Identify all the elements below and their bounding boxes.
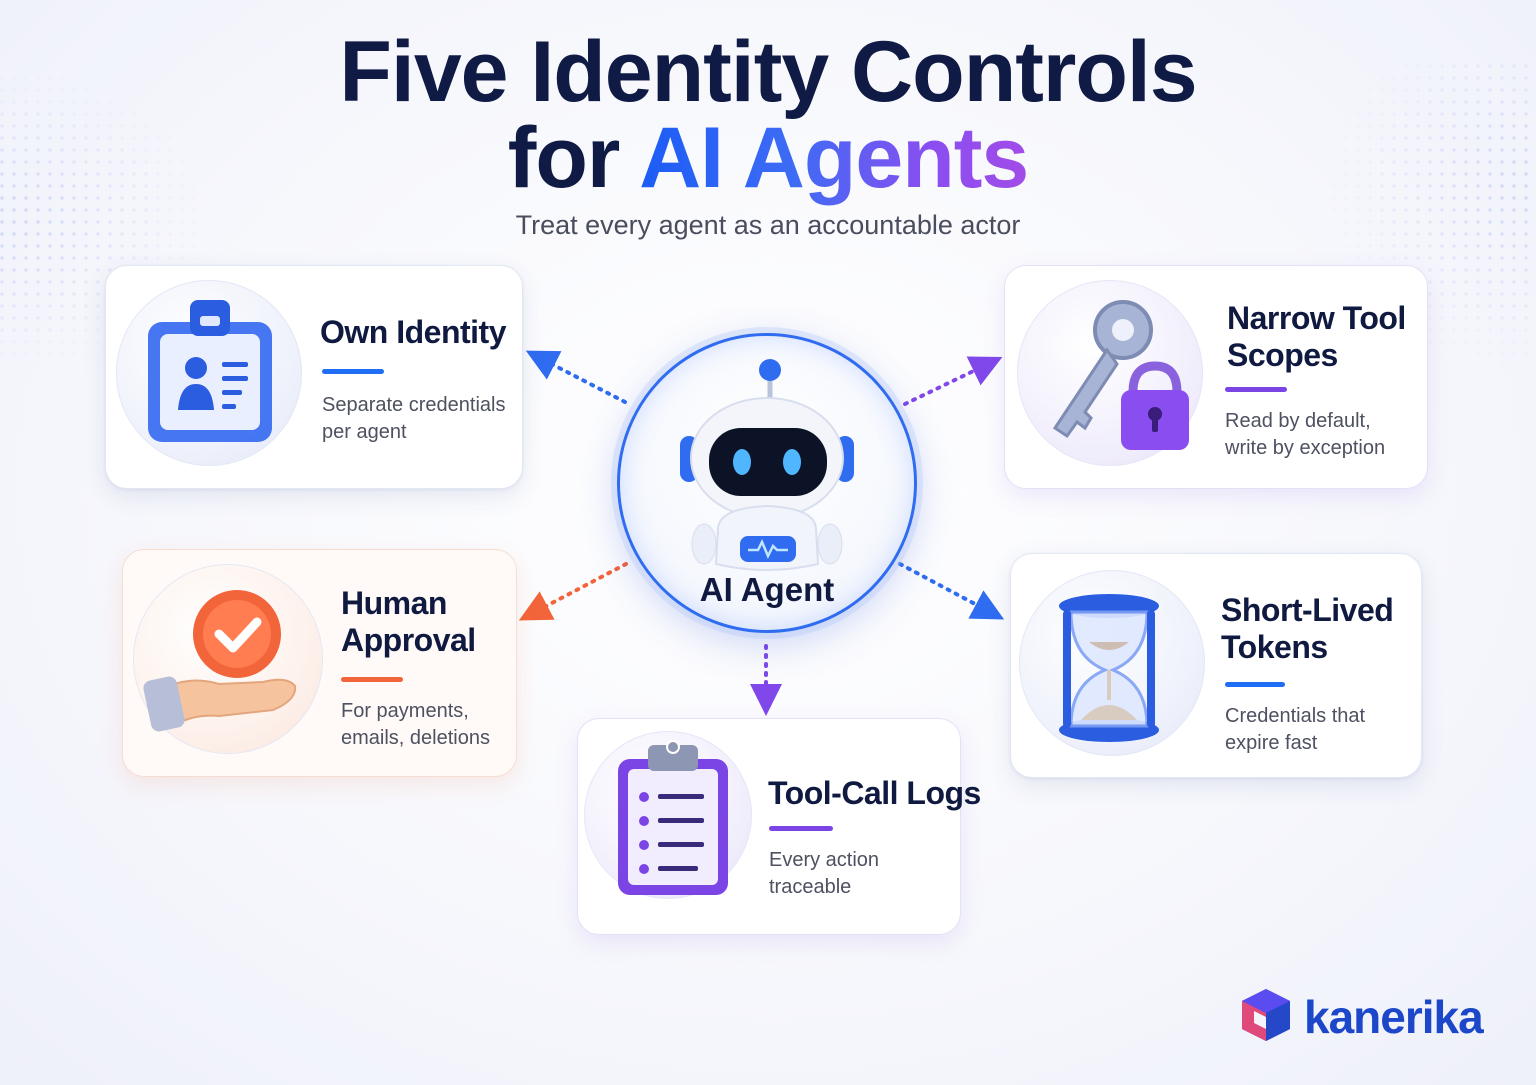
card-title-line-2: Approval	[341, 622, 476, 658]
arrow-to-own-identity	[525, 350, 627, 404]
subtitle: Treat every agent as an accountable acto…	[515, 210, 1021, 240]
accent-bar	[341, 677, 403, 682]
card-title: Narrow Tool Scopes	[1227, 300, 1406, 374]
card-description-line-1: Read by default,	[1225, 410, 1371, 432]
kanerika-cube-logo-icon	[1242, 989, 1290, 1041]
card-description: Read by default, write by exception	[1225, 408, 1385, 462]
card-description-line-2: write by exception	[1225, 437, 1386, 459]
brand-name: kanerika	[1304, 991, 1484, 1043]
card-description: Separate credentials per agent	[322, 392, 505, 446]
accent-bar	[322, 369, 384, 374]
clipboard-icon	[584, 731, 752, 899]
card-description: Credentials that expire fast	[1225, 703, 1365, 757]
card-own-identity: Own Identity Separate credentials per ag…	[105, 265, 523, 489]
card-description: For payments, emails, deletions	[341, 698, 490, 752]
accent-bar	[769, 826, 833, 831]
card-title: Own Identity	[320, 314, 507, 350]
arrow-to-human-approval	[518, 562, 628, 621]
title-line-2: for AI Agents	[0, 108, 1536, 208]
card-description-line-2: per agent	[322, 421, 407, 443]
card-tool-call-logs: Tool-Call Logs Every action traceable	[577, 718, 981, 935]
card-description-line-1: Separate credentials	[322, 394, 506, 416]
title-line-1: Five Identity Controls	[0, 22, 1536, 122]
card-description-line-2: traceable	[769, 876, 852, 898]
card-title-line-1: Narrow Tool	[1227, 300, 1406, 336]
robot-icon	[680, 359, 854, 571]
ai-agent-hub	[617, 333, 917, 633]
key-lock-icon	[1017, 280, 1203, 466]
card-narrow-tool-scopes: Narrow Tool Scopes Read by default, writ…	[1004, 265, 1428, 489]
card-title-line-1: Human	[341, 585, 447, 621]
card-description-line-1: Every action	[769, 849, 880, 871]
card-description-line-2: expire fast	[1225, 732, 1318, 754]
card-description-line-2: emails, deletions	[341, 727, 490, 749]
card-description: Every action traceable	[769, 847, 879, 901]
card-title-line-2: Tokens	[1221, 629, 1328, 665]
card-human-approval: Human Approval For payments, emails, del…	[122, 549, 517, 777]
title-line-1-text: Five Identity Controls	[339, 24, 1197, 120]
card-title: Human Approval	[341, 585, 476, 659]
id-badge-icon	[116, 280, 302, 466]
card-title: Short-Lived Tokens	[1221, 592, 1394, 666]
accent-bar	[1225, 387, 1287, 392]
arrow-to-narrow-tool-scopes	[903, 356, 1003, 406]
title-highlight: AI Agents	[639, 110, 1029, 206]
hourglass-icon	[1019, 570, 1205, 756]
title-line-2-prefix: for	[507, 110, 621, 206]
accent-bar	[1225, 682, 1285, 687]
card-title: Tool-Call Logs	[768, 775, 981, 811]
card-title-line-1: Short-Lived	[1221, 592, 1394, 628]
hub-label: AI Agent	[699, 571, 835, 608]
card-description-line-1: Credentials that	[1225, 705, 1366, 727]
card-title-line-2: Scopes	[1227, 337, 1338, 373]
arrow-to-short-lived-tokens	[898, 562, 1005, 620]
card-short-lived-tokens: Short-Lived Tokens Credentials that expi…	[1010, 553, 1422, 778]
hand-approval-icon	[133, 564, 323, 754]
card-description-line-1: For payments,	[341, 700, 469, 722]
